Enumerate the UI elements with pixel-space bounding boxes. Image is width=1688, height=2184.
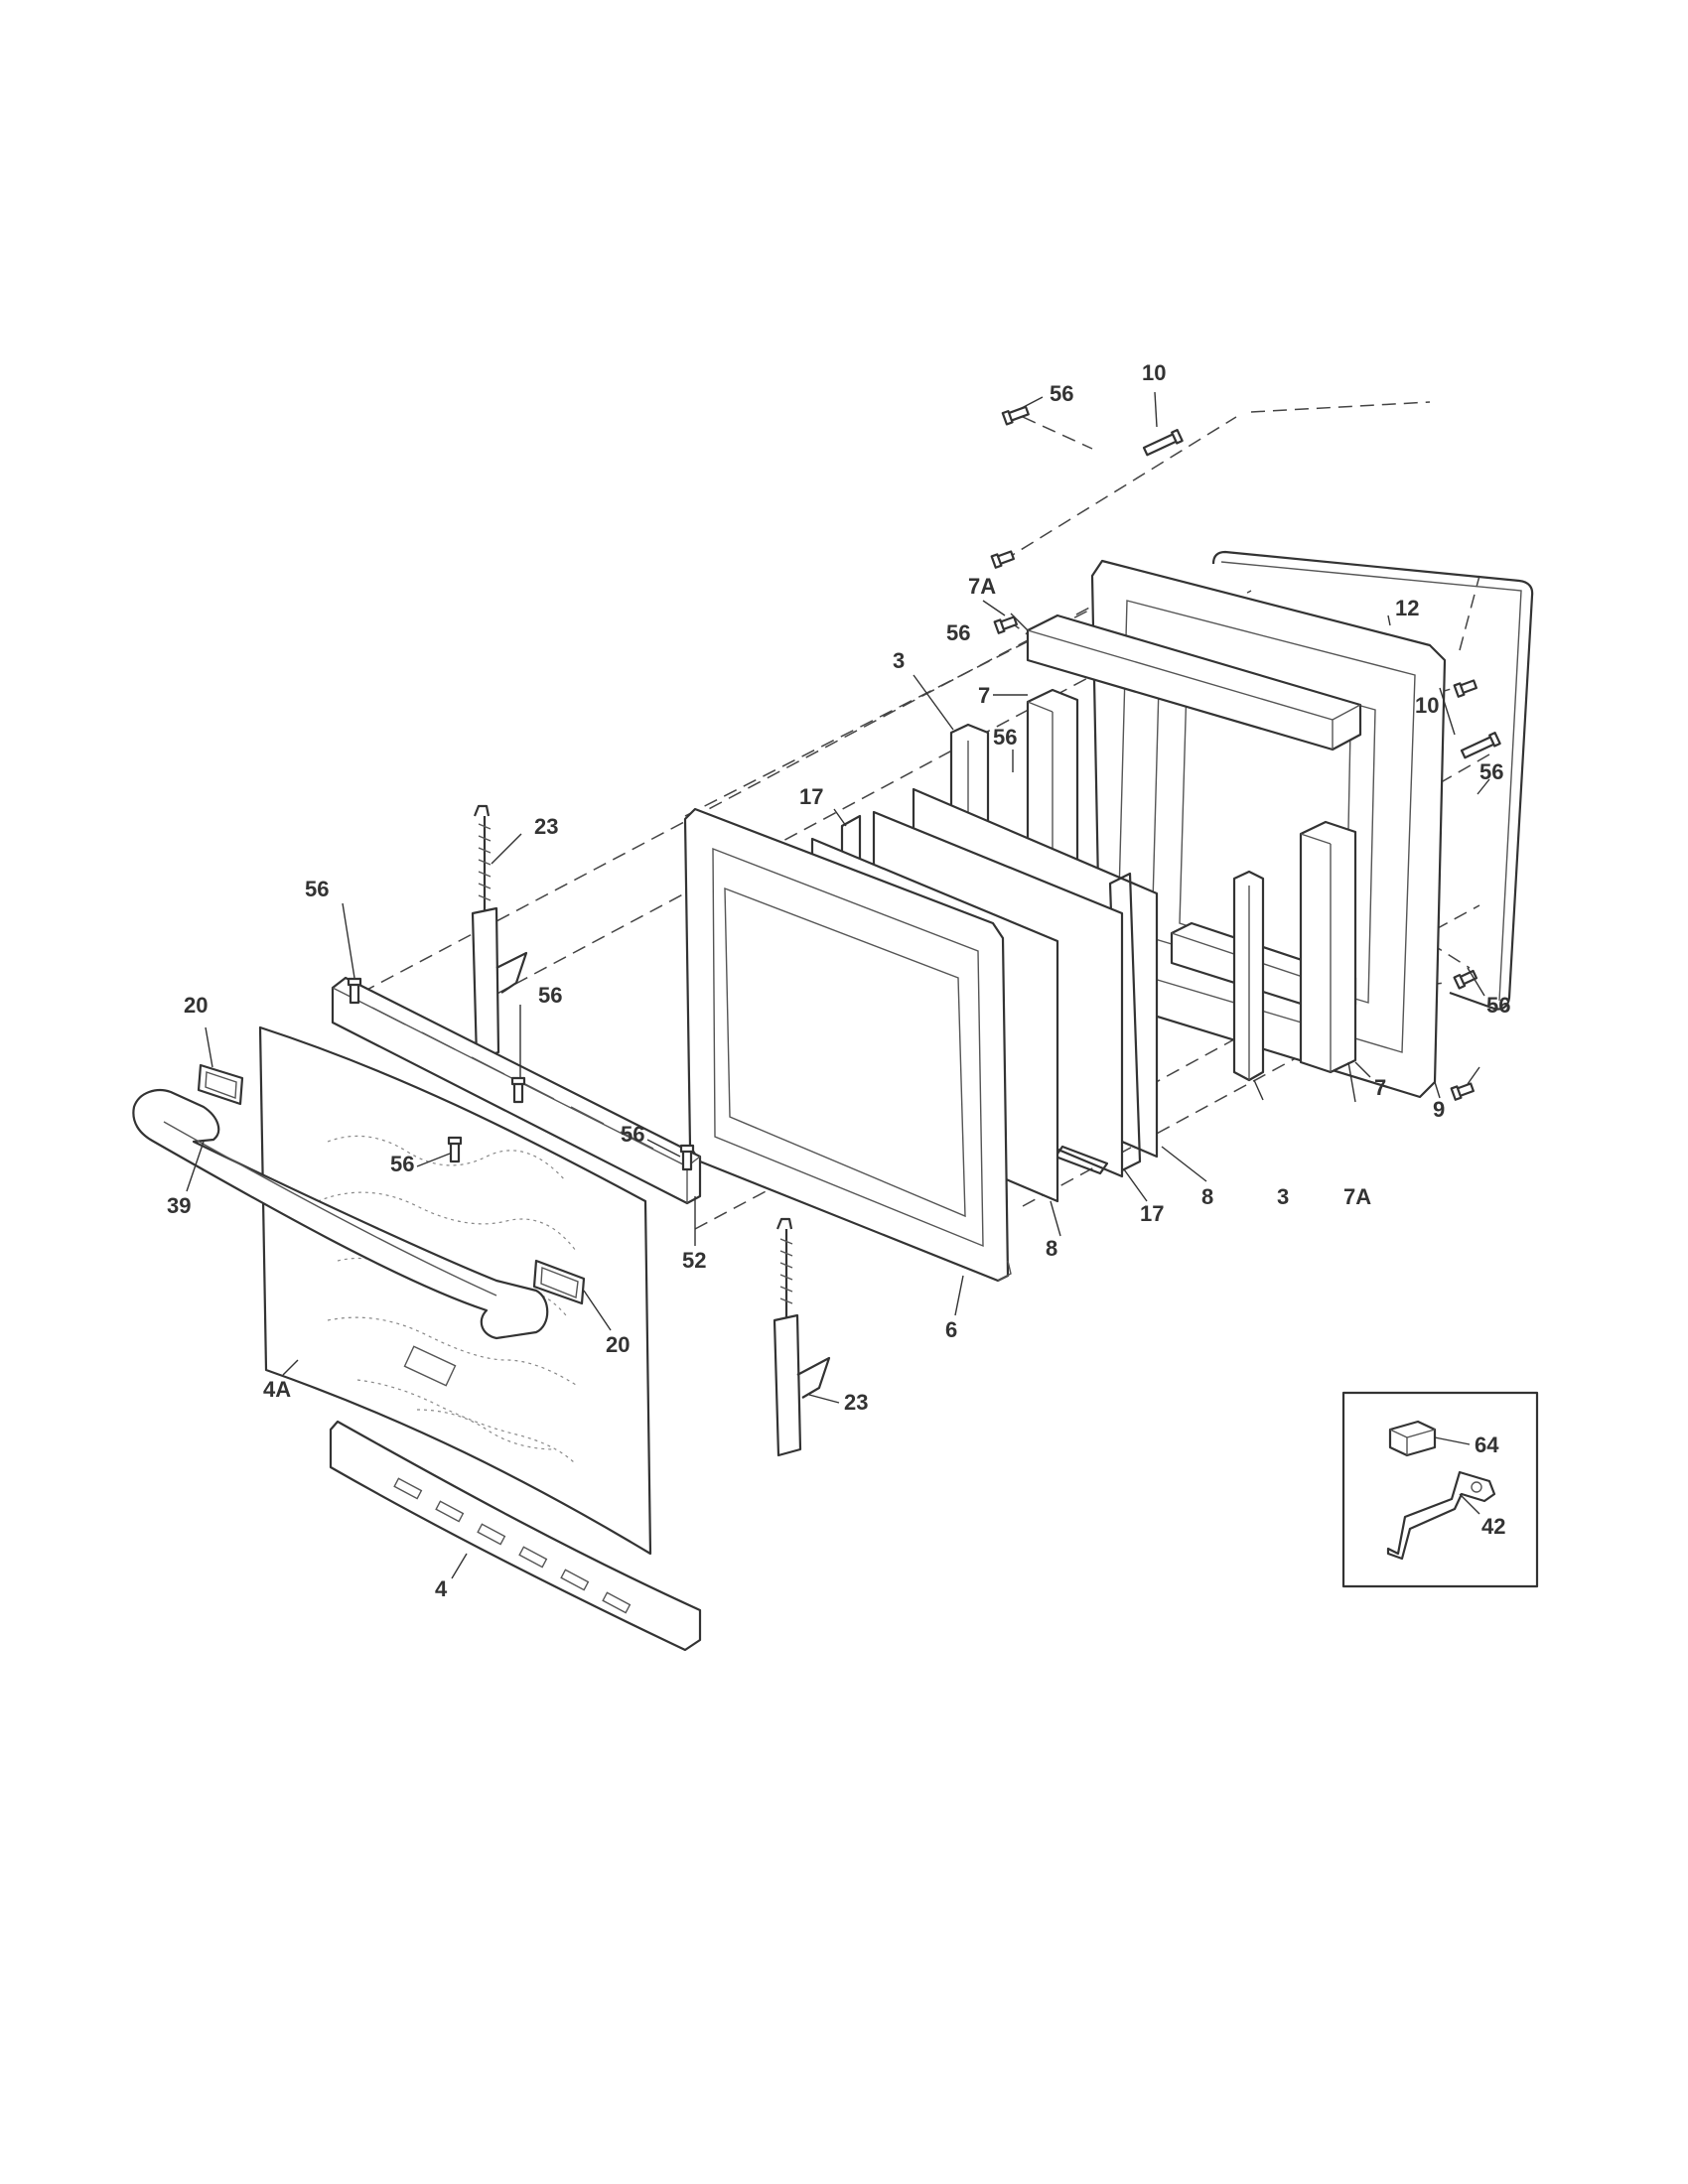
callout-64: 64 <box>1475 1433 1499 1457</box>
callout-7a: 7A <box>1343 1184 1371 1209</box>
callout-6: 6 <box>945 1317 957 1342</box>
screw-icon <box>347 977 362 1005</box>
callout-8: 8 <box>1201 1184 1213 1209</box>
callout-52: 52 <box>682 1248 706 1273</box>
screw-icon <box>1453 679 1477 698</box>
handle-bracket-right <box>532 1259 586 1305</box>
door-hinge-bottom <box>773 1217 831 1457</box>
handle-bracket-left <box>197 1063 244 1106</box>
door-handle <box>132 1089 549 1340</box>
door-side-channel-right <box>1232 870 1265 1082</box>
callout-9: 9 <box>1433 1097 1445 1122</box>
door-frame <box>683 807 1012 1283</box>
callout-42: 42 <box>1481 1514 1505 1539</box>
screw-icon <box>447 1136 463 1163</box>
callout-56: 56 <box>993 725 1017 750</box>
spacer-block <box>1388 1420 1437 1457</box>
callout-56: 56 <box>621 1122 644 1147</box>
insulation-strip-7a-top <box>1026 614 1362 751</box>
screw-icon <box>1001 405 1030 426</box>
door-bottom-trim <box>329 1420 702 1652</box>
screw-icon <box>1450 1082 1475 1101</box>
callout-56: 56 <box>946 620 970 645</box>
callout-17: 17 <box>1140 1201 1164 1226</box>
screw-icon <box>510 1076 526 1104</box>
callout-8: 8 <box>1046 1236 1057 1261</box>
screw-icon <box>1142 429 1184 457</box>
callout-12: 12 <box>1395 596 1419 620</box>
callout-23: 23 <box>534 814 558 839</box>
callout-4a: 4A <box>263 1377 291 1402</box>
inset-parts-box <box>1341 1391 1539 1588</box>
callout-56: 56 <box>1479 759 1503 784</box>
screw-icon <box>990 550 1015 569</box>
insulation-strip-7-right <box>1299 820 1357 1074</box>
callout-56: 56 <box>1050 381 1073 406</box>
callout-labels: 56 10 7A 12 56 7 3 56 10 56 17 23 56 20 … <box>167 360 1510 1601</box>
callout-4: 4 <box>435 1576 448 1601</box>
callout-56: 56 <box>305 877 329 901</box>
screw-icon <box>679 1144 695 1171</box>
callout-3: 3 <box>893 648 905 673</box>
callout-17: 17 <box>799 784 823 809</box>
callout-3: 3 <box>1277 1184 1289 1209</box>
callout-10: 10 <box>1142 360 1166 385</box>
callout-56: 56 <box>538 983 562 1008</box>
callout-20: 20 <box>606 1332 630 1357</box>
screw-icon <box>993 615 1018 634</box>
screw-icon-group <box>347 405 1501 1171</box>
callout-56: 56 <box>390 1152 414 1176</box>
callout-20: 20 <box>184 993 208 1018</box>
callout-7a: 7A <box>968 574 996 599</box>
callout-39: 39 <box>167 1193 191 1218</box>
door-gasket <box>1211 550 1534 1011</box>
callout-56: 56 <box>1486 993 1510 1018</box>
callout-7: 7 <box>1374 1075 1386 1100</box>
callout-leaders <box>186 391 1490 1579</box>
callout-23: 23 <box>844 1390 868 1415</box>
door-hinge-top <box>471 804 528 1060</box>
screw-icon <box>1460 732 1501 759</box>
mounting-clip <box>1386 1470 1496 1561</box>
callout-10: 10 <box>1415 693 1439 718</box>
callout-7: 7 <box>978 683 990 708</box>
